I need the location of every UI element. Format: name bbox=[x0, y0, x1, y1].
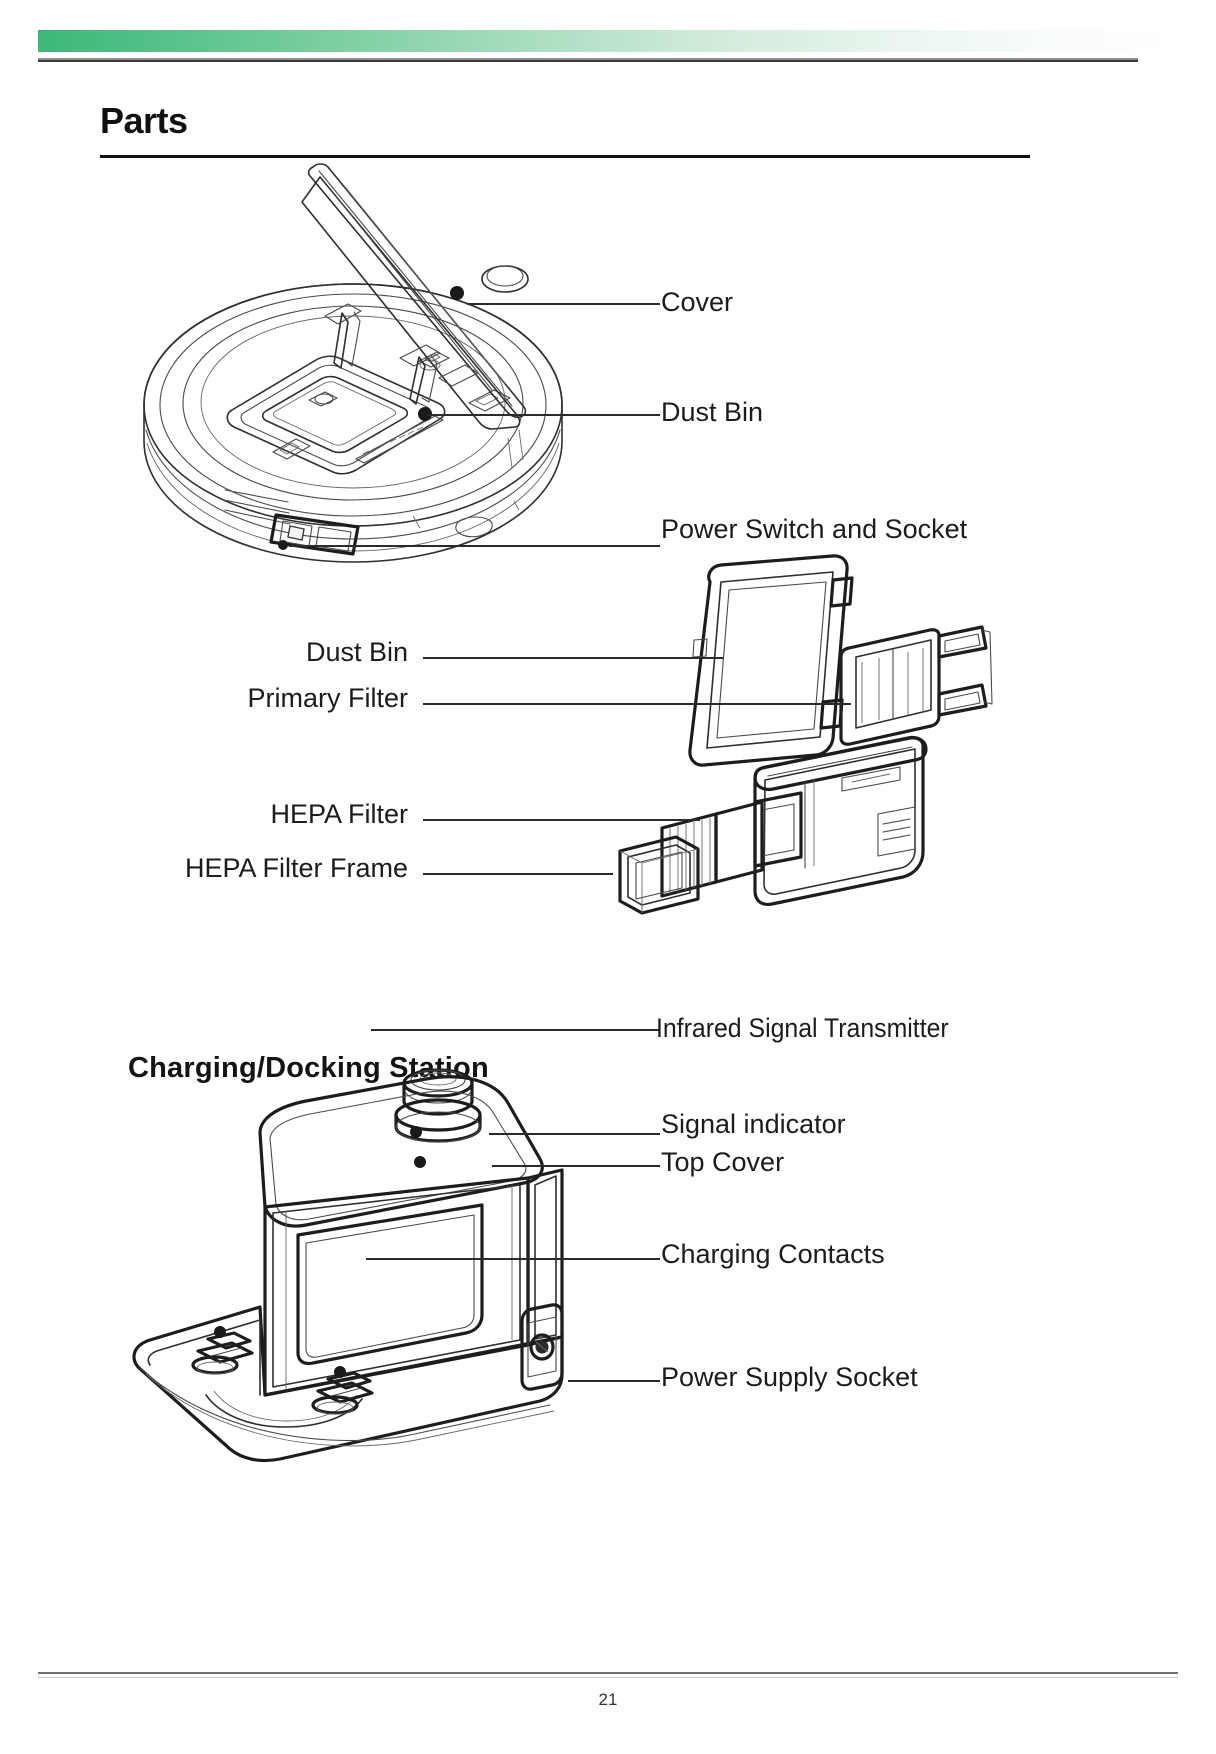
header-rule bbox=[38, 58, 1178, 64]
title-underline bbox=[100, 155, 1030, 158]
header-gradient-band bbox=[38, 30, 1178, 52]
page-number: 21 bbox=[598, 1690, 618, 1709]
leader-line-hepa-filter-frame bbox=[423, 873, 613, 875]
callout-label-dust-bin: Dust Bin bbox=[305, 637, 408, 667]
callout-label-hepa-filter: HEPA Filter bbox=[270, 799, 408, 829]
footer-rule bbox=[38, 1672, 1178, 1678]
callout-label-power-supply-socket: Power Supply Socket bbox=[661, 1362, 918, 1392]
callout-label-signal-indicator: Signal indicator bbox=[661, 1109, 846, 1139]
callout-label-power-switch-socket: Power Switch and Socket bbox=[661, 514, 968, 544]
callout-label-hepa-filter-frame: HEPA Filter Frame bbox=[184, 853, 408, 883]
leader-line-cover bbox=[467, 303, 660, 305]
leader-line-power-switch bbox=[289, 545, 660, 547]
leader-line-signal-indicator bbox=[489, 1133, 660, 1135]
leader-line-dust-bin-top bbox=[427, 414, 660, 416]
header-rule-light bbox=[38, 58, 1138, 60]
charging-dock-illustration bbox=[110, 1035, 630, 1465]
robot-vacuum-illustration bbox=[120, 162, 590, 582]
page-title: Parts bbox=[100, 100, 188, 141]
leader-line-power-supply-socket bbox=[568, 1380, 660, 1382]
callout-label-primary-filter: Primary Filter bbox=[247, 683, 409, 713]
leader-line-hepa-filter bbox=[423, 819, 700, 821]
leader-line-dust-bin bbox=[423, 657, 723, 659]
dust-bin-illustration bbox=[590, 552, 1010, 922]
leader-line-charging-contacts bbox=[366, 1258, 660, 1260]
docking-station-icon bbox=[132, 1068, 564, 1463]
callout-label-cover: Cover bbox=[661, 287, 734, 317]
header-rule-dark bbox=[38, 60, 1138, 62]
leader-line-infrared-transmitter bbox=[371, 1029, 660, 1031]
dust-bin-icon bbox=[618, 554, 993, 915]
callout-label-top-cover: Top Cover bbox=[661, 1147, 785, 1177]
leader-line-primary-filter bbox=[423, 703, 851, 705]
callout-label-infrared-signal-transmitter: Infrared Signal Transmitter bbox=[656, 1013, 949, 1043]
leader-line-top-cover bbox=[492, 1165, 660, 1167]
robot-vacuum-icon bbox=[143, 163, 563, 563]
callout-label-charging-contacts: Charging Contacts bbox=[661, 1239, 885, 1269]
callout-label-dust-bin-top: Dust Bin bbox=[661, 397, 764, 427]
